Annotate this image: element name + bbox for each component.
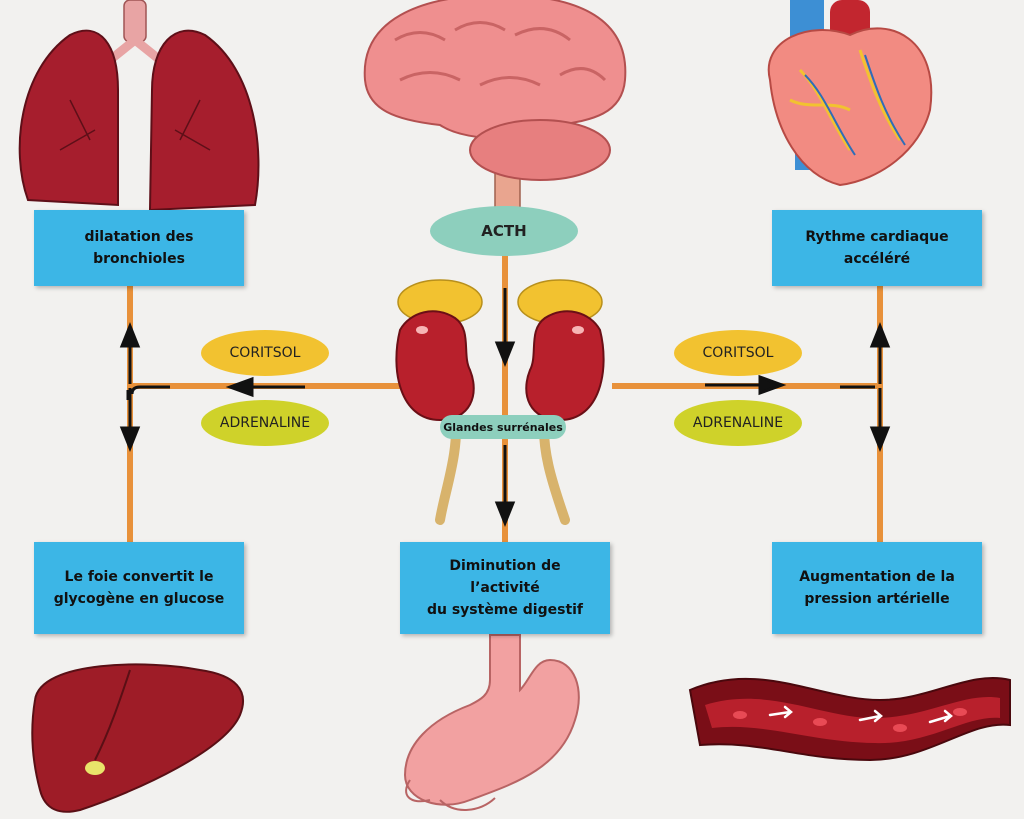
arrow-down-icon xyxy=(869,426,891,453)
arrow-down-icon xyxy=(494,341,516,368)
brain-icon xyxy=(363,0,627,216)
lungs-icon xyxy=(18,0,260,212)
adrenal-glands-label: Glandes surrénales xyxy=(440,415,566,439)
arrow-up-icon xyxy=(869,321,891,348)
arrow-right-icon xyxy=(758,374,787,396)
arrow-down-icon xyxy=(119,426,141,453)
acth-hormone-pill: ACTH xyxy=(430,206,578,256)
adrenaline-hormone-pill-right: ADRENALINE xyxy=(674,400,802,446)
heart-effect-box: Rythme cardiaque accéléré xyxy=(772,210,982,286)
arrow-down-icon xyxy=(494,501,516,528)
arrow-up-icon xyxy=(119,321,141,348)
adrenaline-hormone-pill-left: ADRENALINE xyxy=(201,400,329,446)
heart-icon xyxy=(767,0,933,187)
cortisol-hormone-pill-left: CORITSOL xyxy=(201,330,329,376)
liver-icon xyxy=(31,663,245,813)
cortisol-hormone-pill-right: CORITSOL xyxy=(674,330,802,376)
lungs-effect-box: dilatation des bronchioles xyxy=(34,210,244,286)
liver-effect-box: Le foie convertit le glycogène en glucos… xyxy=(34,542,244,634)
digestive-effect-box: Diminution de l’activité du système dige… xyxy=(400,542,610,634)
blood-pressure-effect-box: Augmentation de la pression artérielle xyxy=(772,542,982,634)
adrenal-glands-icon xyxy=(395,279,605,525)
stomach-icon xyxy=(403,634,580,811)
blood-vessel-icon xyxy=(688,677,1011,762)
arrow-left-icon xyxy=(225,376,254,398)
arrows xyxy=(119,288,891,528)
